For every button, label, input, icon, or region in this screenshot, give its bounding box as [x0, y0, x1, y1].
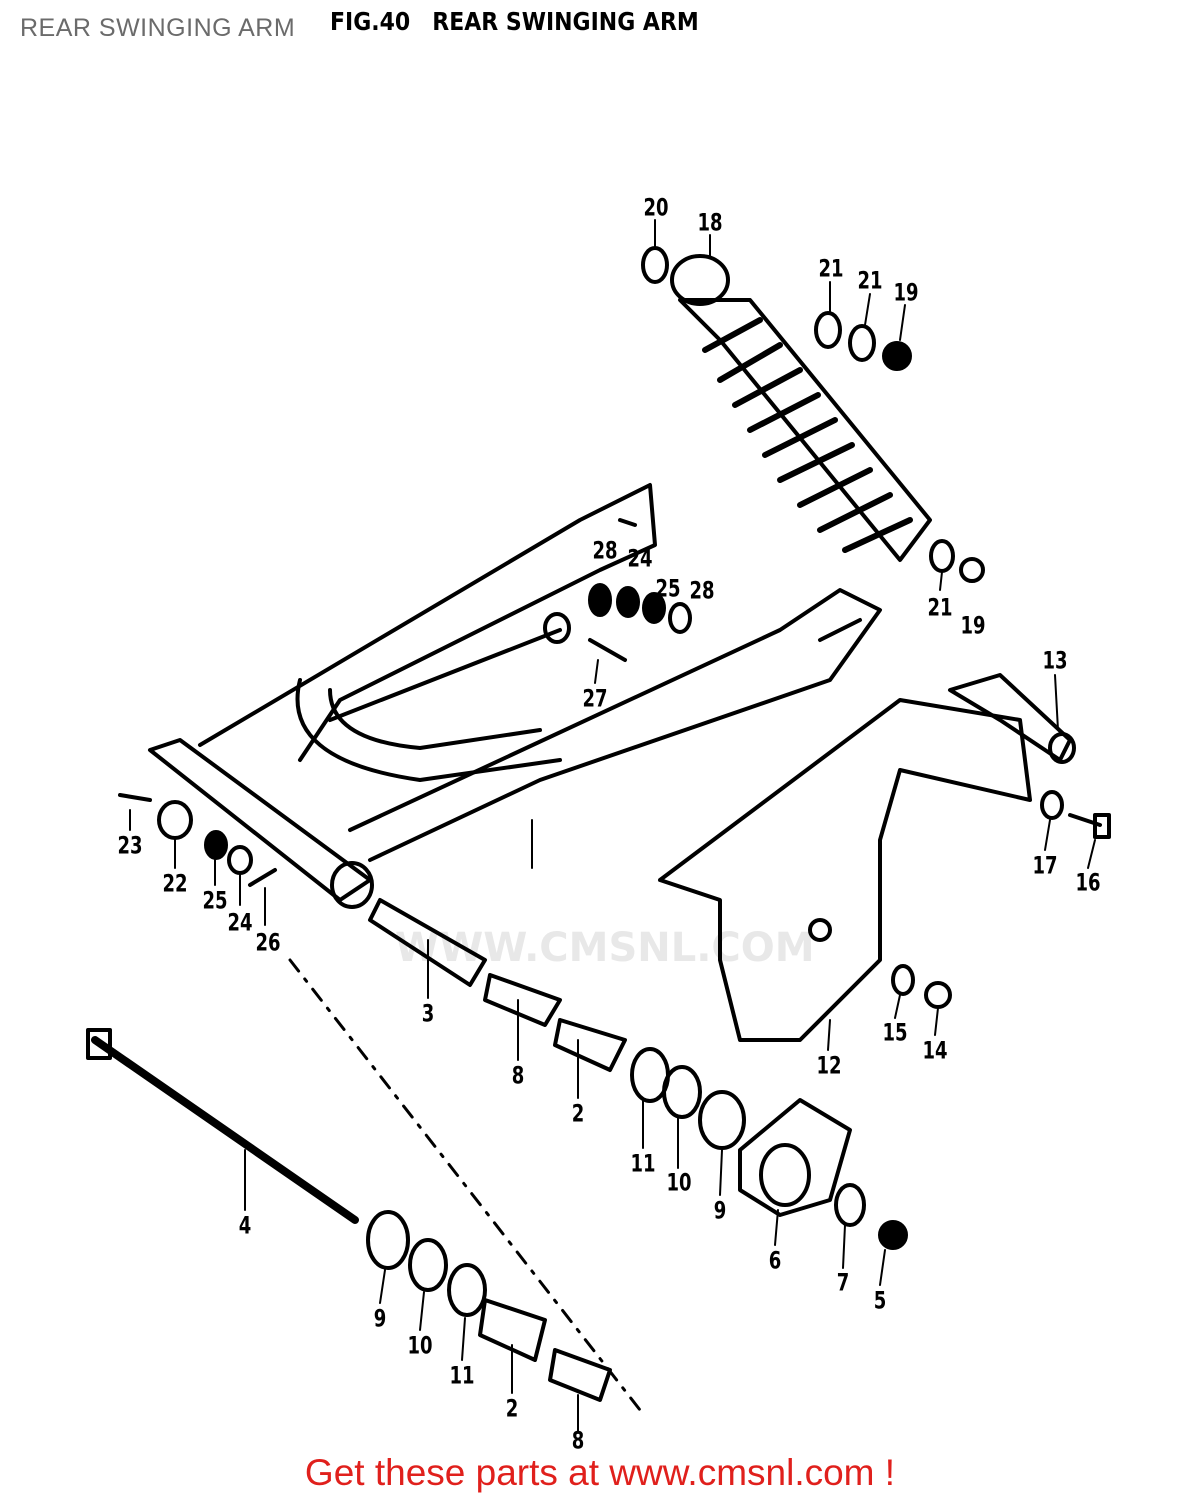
callout-label: 8 [511, 1060, 525, 1090]
callout-label: 19 [960, 610, 986, 640]
callout-label: 11 [630, 1148, 656, 1178]
callout-label: 24 [627, 543, 653, 573]
callout-label: 6 [768, 1245, 782, 1275]
callout-label: 10 [407, 1330, 433, 1360]
figure-caption: REAR SWINGING ARM [432, 8, 699, 37]
callout-label: 24 [227, 907, 253, 937]
callout-label: 25 [655, 573, 681, 603]
callout-label: 28 [592, 535, 618, 565]
callout-label: 13 [1042, 645, 1068, 675]
callout-label: 2 [505, 1393, 519, 1423]
callout-label: 2 [571, 1098, 585, 1128]
callout-label: 21 [927, 592, 953, 622]
callout-label: 27 [582, 683, 608, 713]
callout-label: 7 [836, 1267, 850, 1297]
callout-label: 20 [643, 192, 669, 222]
swing-arm [148, 483, 882, 909]
pivot-parts [86, 793, 908, 1412]
figure-title: FIG.40 REAR SWINGING ARM [330, 8, 721, 37]
callout-label: 28 [689, 575, 715, 605]
callout-label: 18 [697, 207, 723, 237]
callout-label: 21 [857, 265, 883, 295]
callout-label: 9 [713, 1195, 727, 1225]
callout-label: 21 [818, 253, 844, 283]
callout-label: 16 [1075, 867, 1101, 897]
bracket [658, 673, 1111, 1042]
callout-label: 11 [449, 1360, 475, 1390]
callout-label: 22 [162, 868, 188, 898]
callout-label: 10 [666, 1167, 692, 1197]
leader-lines [129, 219, 1096, 1434]
callout-label: 19 [893, 277, 919, 307]
callout-label: 15 [882, 1017, 908, 1047]
callout-label: 26 [255, 927, 281, 957]
callout-label: 8 [571, 1425, 585, 1455]
callout-label: 17 [1032, 850, 1058, 880]
callout-label: 25 [202, 885, 228, 915]
callout-label: 3 [421, 998, 435, 1028]
callout-label: 4 [238, 1210, 252, 1240]
callout-label: 14 [922, 1035, 948, 1065]
callout-label: 12 [816, 1050, 842, 1080]
page-title: REAR SWINGING ARM [20, 14, 296, 42]
shock-absorber [641, 246, 985, 583]
callout-label: 23 [117, 830, 143, 860]
figure-number: FIG.40 [330, 8, 411, 37]
cmsnl-parts-link[interactable]: Get these parts at www.cmsnl.com ! [304, 1452, 896, 1493]
callout-label: 5 [873, 1285, 887, 1315]
callout-label: 9 [373, 1303, 387, 1333]
